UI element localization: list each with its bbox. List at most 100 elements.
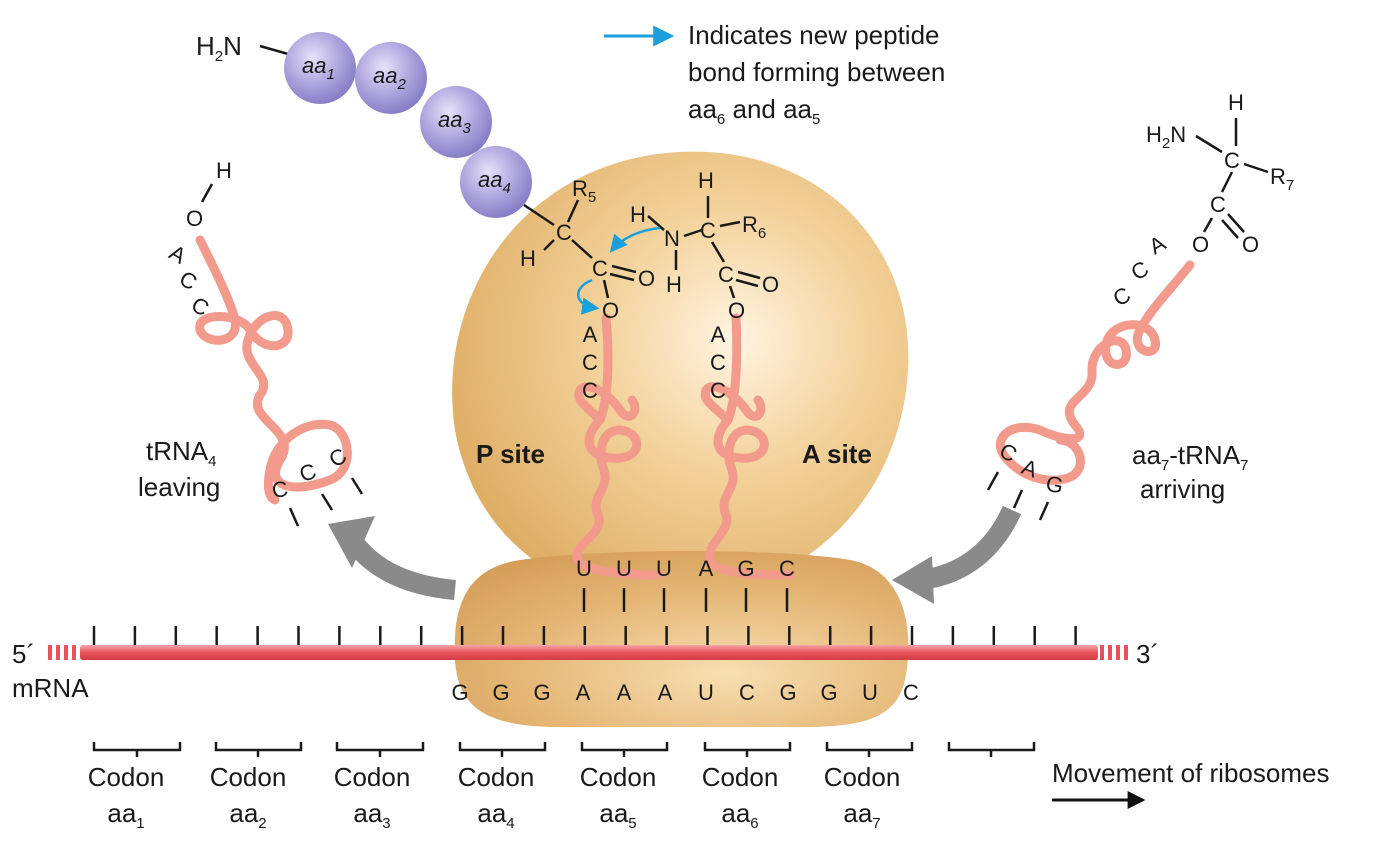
chem-oxygen: O <box>638 266 655 291</box>
arriving-trna-acceptor-base: C <box>1109 282 1135 312</box>
svg-text:aa1: aa1 <box>107 798 144 832</box>
leaving-arrow <box>328 516 457 600</box>
codon-label-aa5: Codon aa5 <box>580 762 657 832</box>
aa7-amine: H2N <box>1146 122 1186 152</box>
svg-text:Codon: Codon <box>824 762 901 792</box>
chem-carbon: C <box>700 218 716 243</box>
ribosome-large-subunit <box>452 151 909 600</box>
residue-label: aa3 <box>438 107 471 137</box>
svg-text:Codon: Codon <box>334 762 411 792</box>
mrna-base: C <box>739 680 755 705</box>
legend-line-1: Indicates new peptide <box>688 20 940 50</box>
codon-label-aa6: Codon aa6 <box>702 762 779 832</box>
mrna-base: G <box>779 680 796 705</box>
a-anticodon-base: A <box>699 556 714 581</box>
p-trna-acceptor-base: A <box>583 322 598 347</box>
p-site-label: P site <box>476 439 545 469</box>
mrna-base: G <box>492 680 509 705</box>
leaving-anticodon-base: C <box>296 458 320 487</box>
a-anticodon-base: C <box>779 556 795 581</box>
chem-r6: R6 <box>742 212 766 242</box>
svg-text:aa4: aa4 <box>477 798 514 832</box>
p-anticodon-base: U <box>656 556 672 581</box>
mrna-5-prime-label: 5´ <box>12 639 35 669</box>
arriving-trna-acceptor-base: A <box>1145 230 1170 259</box>
mrna-base: A <box>658 680 673 705</box>
leaving-trna-acceptor-base: C <box>175 266 201 296</box>
leaving-trna-label: tRNA4 <box>146 436 216 470</box>
amino-acid-residue <box>355 42 427 114</box>
mrna-strand: 5´ 3´ mRNA G G G A A A U C G G U C <box>12 626 1159 705</box>
mrna-base: G <box>820 680 837 705</box>
chem-oxygen: O <box>728 298 745 323</box>
peptide-amine-label: H2N <box>196 31 242 65</box>
svg-text:aa6: aa6 <box>721 798 758 832</box>
residue-label: aa2 <box>373 63 406 93</box>
chem-carbon: C <box>592 256 608 281</box>
p-anticodon-base: U <box>576 556 592 581</box>
a-trna-acceptor-base: C <box>710 350 726 375</box>
mrna-base: U <box>862 680 878 705</box>
aa7-r7: R7 <box>1270 164 1294 194</box>
leaving-trna-acceptor-base: A <box>165 240 190 269</box>
arriving-anticodon-base: G <box>1044 471 1065 499</box>
svg-text:Codon: Codon <box>702 762 779 792</box>
leaving-trna: H O A C C C C C tRNA4 leaving <box>138 158 364 527</box>
svg-text:aa3: aa3 <box>353 798 390 832</box>
a-anticodon-base: G <box>737 556 754 581</box>
movement-label: Movement of ribosomes <box>1052 758 1329 788</box>
p-site-trna: A C C U U U <box>572 313 672 612</box>
ribosome <box>452 151 909 728</box>
mrna-base: C <box>903 680 919 705</box>
leaving-anticodon-base: C <box>270 476 290 503</box>
p-anticodon-base: U <box>616 556 632 581</box>
p-trna-acceptor-base: C <box>582 350 598 375</box>
mrna-backbone <box>80 645 1098 660</box>
mrna-3-prime-label: 3´ <box>1136 639 1159 669</box>
chem-hydrogen: H <box>666 272 682 297</box>
leaving-trna-status: leaving <box>138 472 220 502</box>
a-trna-acceptor-base: C <box>710 378 726 403</box>
chem-hydrogen: H <box>630 202 646 227</box>
codon-label-aa4: Codon aa4 <box>458 762 535 832</box>
legend-line-2: bond forming between <box>688 57 945 87</box>
mrna-label: mRNA <box>12 673 89 703</box>
legend-line-3: aa6 and aa5 <box>688 94 820 128</box>
mrna-bases: G G G A A A U C G G U C <box>451 680 919 705</box>
mrna-base: U <box>698 680 714 705</box>
codon-label-aa1: Codon aa1 <box>88 762 165 832</box>
ribosome-small-subunit <box>454 551 909 728</box>
chem-hydrogen: H <box>520 246 536 271</box>
svg-text:Codon: Codon <box>210 762 287 792</box>
chem-oxygen: O <box>602 298 619 323</box>
codon-label-aa3: Codon aa3 <box>334 762 411 832</box>
a-site-trna: A C C A G C <box>699 313 795 612</box>
residue-label: aa1 <box>302 53 335 83</box>
amino-acid-residue <box>284 32 356 104</box>
arriving-trna-label: aa7-tRNA7 <box>1132 440 1248 474</box>
mrna-base: A <box>617 680 632 705</box>
svg-text:Codon: Codon <box>580 762 657 792</box>
mrna-base: A <box>576 680 591 705</box>
aa7-oxygen: O <box>1192 232 1209 257</box>
aa7-carbon: C <box>1224 148 1240 173</box>
chem-oxygen: O <box>762 272 779 297</box>
mrna-5-prime-dashes <box>48 645 76 660</box>
mrna-3-prime-dashes <box>1100 645 1128 660</box>
aa7-hydrogen: H <box>1228 90 1244 115</box>
arriving-trna-status: arriving <box>1140 474 1225 504</box>
chem-nitrogen: N <box>664 226 680 251</box>
a-site-label: A site <box>802 439 872 469</box>
svg-text:aa5: aa5 <box>599 798 636 832</box>
mrna-base: G <box>451 680 468 705</box>
amino-acid-residue <box>420 86 492 158</box>
residue-label: aa4 <box>478 167 511 197</box>
leaving-trna-hydrogen: H <box>216 158 232 183</box>
mrna-codon-ticks <box>92 626 1077 648</box>
aa7-carbon: C <box>1210 192 1226 217</box>
svg-text:Codon: Codon <box>458 762 535 792</box>
mrna-base: G <box>533 680 550 705</box>
svg-text:Codon: Codon <box>88 762 165 792</box>
p-trna-acceptor-base: C <box>582 378 598 403</box>
chem-carbon: C <box>718 262 734 287</box>
